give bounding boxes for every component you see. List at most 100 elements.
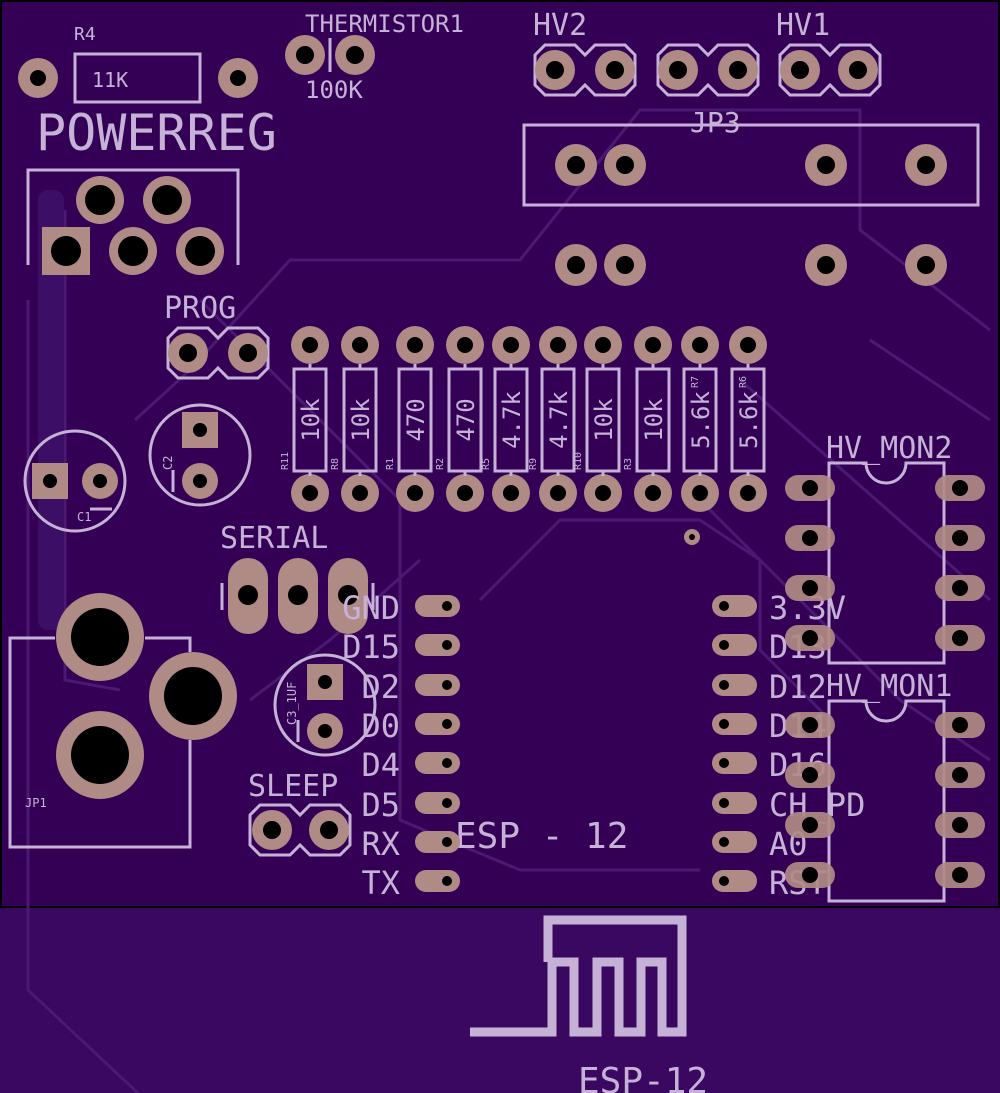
capacitor-c3[interactable]: C3_1UF	[273, 653, 377, 757]
esp-pin-d4[interactable]: D4	[361, 746, 460, 784]
jp1-label: JP1	[25, 796, 47, 810]
esp-pin-d5[interactable]: D5	[361, 786, 460, 824]
hv2-label: HV2	[533, 8, 587, 43]
ic-hv-mon1[interactable]: HV_MON1	[785, 669, 985, 903]
resistor-value: 10k	[590, 398, 618, 442]
esp-pin-label: RX	[361, 825, 400, 863]
sleep-label: SLEEP	[248, 769, 338, 804]
resistor-value: 10k	[297, 398, 325, 442]
thermistor-value: 100K	[305, 76, 363, 104]
resistor-name: R6	[738, 376, 749, 388]
resistor-value: 5.6k	[687, 391, 715, 449]
resistor-r6[interactable]: 5.6k R6	[729, 326, 767, 512]
prog-label: PROG	[164, 291, 236, 326]
esp-pin-ch_pd[interactable]: CH_PD	[712, 786, 865, 824]
esp-pin-d0[interactable]: D0	[361, 707, 460, 745]
ic-pin[interactable]	[935, 525, 985, 551]
header-serial[interactable]: SERIAL	[220, 521, 375, 634]
resistor-name: R10	[573, 452, 584, 470]
ic-pin[interactable]	[785, 625, 835, 651]
ic-pin[interactable]	[935, 762, 985, 788]
esp-pin-label: D5	[361, 786, 400, 824]
resistor-value: 5.6k	[735, 391, 763, 449]
resistor-name: R5	[481, 458, 492, 470]
esp-pin-label: D4	[361, 746, 400, 784]
esp-label: ESP - 12	[455, 816, 628, 857]
ic-pin[interactable]	[935, 712, 985, 738]
esp-pin-rx[interactable]: RX	[361, 825, 460, 863]
ic-pin[interactable]	[935, 812, 985, 838]
connector-jp3[interactable]: JP3	[522, 106, 980, 286]
esp-pin-label: D0	[361, 707, 400, 745]
resistor-value: 4.7k	[545, 391, 573, 449]
esp-pin-d15[interactable]: D15	[342, 628, 460, 666]
capacitor-c1[interactable]: C1	[23, 429, 127, 533]
header-hv1[interactable]: HV1	[776, 8, 882, 97]
esp-pin-3-3v[interactable]: 3.3V	[712, 589, 846, 627]
power-jack-jp1[interactable]: JP1	[8, 593, 237, 849]
c1-label: C1	[77, 510, 91, 524]
header-hv2[interactable]: HV2	[533, 8, 637, 97]
resistor-value: 4.7k	[498, 391, 526, 449]
resistor-name: R3	[623, 458, 634, 470]
header-sleep[interactable]: SLEEP	[248, 769, 352, 857]
esp-module-label: ESP-12	[578, 1061, 708, 1093]
header-prog[interactable]: PROG	[164, 291, 270, 380]
r4-name: R4	[74, 24, 96, 45]
powerreg-label: POWERREG	[36, 104, 277, 162]
ic-pin[interactable]	[785, 862, 835, 888]
esp-pin-label: D2	[361, 668, 400, 706]
hv1-label: HV1	[776, 8, 830, 43]
antenna-trace	[470, 915, 687, 1037]
ic-pin[interactable]	[935, 475, 985, 501]
resistor-name: R9	[528, 458, 539, 470]
header-middle[interactable]	[656, 43, 760, 97]
ic-pin[interactable]	[785, 475, 835, 501]
r4-value: 11K	[92, 68, 128, 92]
serial-label: SERIAL	[220, 521, 328, 556]
power-regulator[interactable]: POWERREG	[26, 104, 277, 275]
resistor-name: R1	[385, 458, 396, 470]
ic-pin[interactable]	[785, 712, 835, 738]
esp-pin-label: D12	[769, 668, 827, 706]
ic-pin[interactable]	[785, 575, 835, 601]
hv-mon1-label: HV_MON1	[826, 669, 952, 704]
resistor-value: 10k	[347, 398, 375, 442]
resistor-r4[interactable]: R4 11K	[18, 24, 258, 104]
resistor-name: R11	[280, 452, 291, 470]
jp3-label: JP3	[690, 106, 741, 139]
ic-pin[interactable]	[785, 525, 835, 551]
esp-pin-gnd[interactable]: GND	[342, 589, 460, 627]
ic-hv-mon2[interactable]: HV_MON2	[785, 431, 985, 665]
ic-pin[interactable]	[785, 812, 835, 838]
ic-pin[interactable]	[935, 625, 985, 651]
ic-pin[interactable]	[935, 862, 985, 888]
thermistor[interactable]: THERMISTOR1 100K	[285, 10, 464, 104]
resistor-name: R2	[435, 458, 446, 470]
esp-pin-d2[interactable]: D2	[361, 668, 460, 706]
c3-label: C3_1UF	[285, 682, 299, 725]
resistor-name: R8	[330, 458, 341, 470]
ic-pin[interactable]	[935, 575, 985, 601]
esp-pin-d12[interactable]: D12	[712, 668, 827, 706]
esp-pin-label: GND	[342, 589, 400, 627]
esp-pin-label: D15	[342, 628, 400, 666]
resistor-value: 10k	[640, 398, 668, 442]
resistor-array: 10kR1110kR8470R1470R24.7kR54.7kR910kR101…	[280, 326, 767, 512]
ic-pin[interactable]	[785, 762, 835, 788]
c2-label: C2	[161, 456, 175, 470]
capacitor-c2[interactable]: C2	[148, 403, 252, 507]
hv-mon2-label: HV_MON2	[826, 431, 952, 466]
esp-pin-label: TX	[361, 864, 400, 902]
esp-pin-tx[interactable]: TX	[361, 864, 460, 902]
